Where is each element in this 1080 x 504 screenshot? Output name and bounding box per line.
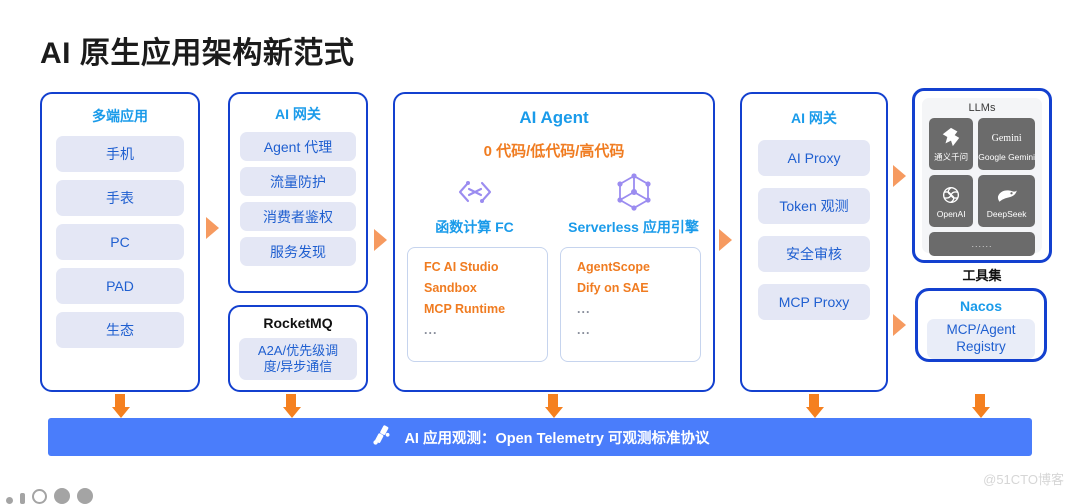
product-dify-on-sae[interactable]: Dify on SAE — [577, 281, 649, 295]
panel-ai-gateway-left: AI 网关 Agent 代理 流量防护 消费者鉴权 服务发现 — [228, 92, 368, 293]
openai-logo-icon — [940, 183, 962, 207]
cut-off-corner-glyphs — [6, 488, 93, 504]
serverless-label: Serverless 应用引擎 — [568, 219, 699, 235]
product-mcp-runtime[interactable]: MCP Runtime — [424, 302, 506, 316]
product-fc-ai-studio[interactable]: FC AI Studio — [424, 260, 499, 274]
flow-arrow-gateway2-to-llms — [893, 165, 906, 187]
llm-caption-deepseek: DeepSeek — [986, 209, 1027, 219]
list-item-consumer-auth[interactable]: 消费者鉴权 — [240, 202, 356, 231]
agent-engine-serverless: Serverless 应用引擎 — [554, 169, 713, 237]
serverless-cube-icon — [613, 169, 655, 215]
panel-ai-gateway-right: AI 网关 AI Proxy Token 观测 安全审核 MCP Proxy — [740, 92, 888, 392]
ai-agent-subtitle: 0 代码/低代码/高代码 — [483, 143, 625, 160]
panel-title-apps: 多端应用 — [92, 108, 148, 124]
down-arrow-rocketmq — [283, 394, 301, 418]
function-compute-icon — [455, 169, 495, 215]
card-function-compute-products: FC AI Studio Sandbox MCP Runtime ... — [407, 247, 548, 362]
llm-caption-openai: OpenAI — [936, 209, 966, 219]
llms-header: LLMs — [968, 102, 996, 114]
llms-inner: LLMs 通义千问 Gemini Google Gemini — [922, 98, 1042, 256]
llm-caption-qwen: 通义千问 — [934, 152, 969, 162]
flow-arrow-gateway2-to-nacos — [893, 314, 906, 336]
product-more-right-1: ... — [577, 302, 591, 316]
gemini-logo-icon: Gemini — [991, 132, 1022, 144]
list-item-mcp-proxy[interactable]: MCP Proxy — [758, 284, 870, 320]
list-item-ai-proxy[interactable]: AI Proxy — [758, 140, 870, 176]
observability-text: AI 应用观测：Open Telemetry 可观测标准协议 — [404, 430, 710, 447]
down-arrow-apps — [112, 394, 130, 418]
telescope-icon — [370, 423, 394, 452]
rocketmq-line-1: A2A/优先级调 — [257, 342, 339, 358]
nacos-line-1: MCP/Agent — [946, 322, 1016, 338]
deepseek-logo-icon — [995, 183, 1019, 207]
down-arrow-gateway-right — [806, 394, 824, 418]
function-compute-label: 函数计算 FC — [435, 219, 514, 235]
llms-grid: 通义千问 Gemini Google Gemini — [929, 118, 1035, 227]
rocketmq-line-2: 度/异步通信 — [263, 359, 333, 374]
list-item-watch[interactable]: 手表 — [56, 180, 184, 216]
llm-tile-openai[interactable]: OpenAI — [929, 175, 974, 227]
flow-arrow-apps-to-gateway — [206, 217, 219, 239]
list-item-pc[interactable]: PC — [56, 224, 184, 260]
card-serverless-products: AgentScope Dify on SAE ... ... — [560, 247, 701, 362]
list-item-ecosystem[interactable]: 生态 — [56, 312, 184, 348]
agent-engine-function-compute: 函数计算 FC — [395, 169, 554, 237]
panel-title-ai-agent: AI Agent — [519, 108, 589, 127]
apps-list: 手机 手表 PC PAD 生态 — [42, 136, 198, 348]
list-item-security-audit[interactable]: 安全审核 — [758, 236, 870, 272]
list-item-traffic-guard[interactable]: 流量防护 — [240, 167, 356, 196]
nacos-line-2: Registry — [956, 339, 1006, 354]
qwen-logo-icon — [940, 125, 962, 149]
llm-tile-qwen[interactable]: 通义千问 — [929, 118, 974, 170]
product-more-left: ... — [424, 323, 438, 337]
llm-tile-deepseek[interactable]: DeepSeek — [978, 175, 1035, 227]
product-sandbox[interactable]: Sandbox — [424, 281, 477, 295]
panel-nacos: Nacos MCP/Agent Registry — [915, 288, 1047, 362]
llm-tile-gemini[interactable]: Gemini Google Gemini — [978, 118, 1035, 170]
list-item-pad[interactable]: PAD — [56, 268, 184, 304]
observability-bar: AI 应用观测：Open Telemetry 可观测标准协议 — [48, 418, 1032, 456]
gateway-right-list: AI Proxy Token 观测 安全审核 MCP Proxy — [742, 140, 886, 320]
list-item-agent-proxy[interactable]: Agent 代理 — [240, 132, 356, 161]
flow-arrow-agent-to-gateway2 — [719, 229, 732, 251]
page-title: AI 原生应用架构新范式 — [40, 37, 355, 70]
panel-rocketmq: RocketMQ A2A/优先级调 度/异步通信 — [228, 305, 368, 392]
panel-title-gateway-left: AI 网关 — [275, 106, 321, 122]
panel-llms: LLMs 通义千问 Gemini Google Gemini — [912, 88, 1052, 263]
list-item-token-observe[interactable]: Token 观测 — [758, 188, 870, 224]
llm-tile-more[interactable]: ...... — [929, 232, 1035, 256]
product-agentscope[interactable]: AgentScope — [577, 260, 650, 274]
panel-title-gateway-right: AI 网关 — [791, 110, 837, 126]
agent-product-cards: FC AI Studio Sandbox MCP Runtime ... Age… — [395, 247, 713, 362]
list-item-mcp-agent-registry[interactable]: MCP/Agent Registry — [927, 319, 1035, 359]
llm-caption-gemini: Google Gemini — [978, 152, 1035, 162]
tools-set-label: 工具集 — [962, 268, 1002, 283]
list-item-phone[interactable]: 手机 — [56, 136, 184, 172]
agent-engine-row: 函数计算 FC Serverless 应用 — [395, 169, 713, 237]
panel-ai-agent: AI Agent 0 代码/低代码/高代码 函数计算 FC — [393, 92, 715, 392]
list-item-rocketmq-capabilities[interactable]: A2A/优先级调 度/异步通信 — [239, 338, 357, 380]
flow-arrow-gateway-to-agent — [374, 229, 387, 251]
panel-multi-terminal-apps: 多端应用 手机 手表 PC PAD 生态 — [40, 92, 200, 392]
watermark: @51CTO博客 — [983, 472, 1064, 487]
panel-title-rocketmq: RocketMQ — [263, 315, 333, 331]
down-arrow-agent — [545, 394, 563, 418]
gateway-left-list: Agent 代理 流量防护 消费者鉴权 服务发现 — [230, 132, 366, 266]
list-item-service-discovery[interactable]: 服务发现 — [240, 237, 356, 266]
down-arrow-nacos — [972, 394, 990, 418]
product-more-right-2: ... — [577, 323, 591, 337]
panel-title-nacos: Nacos — [959, 298, 1003, 314]
